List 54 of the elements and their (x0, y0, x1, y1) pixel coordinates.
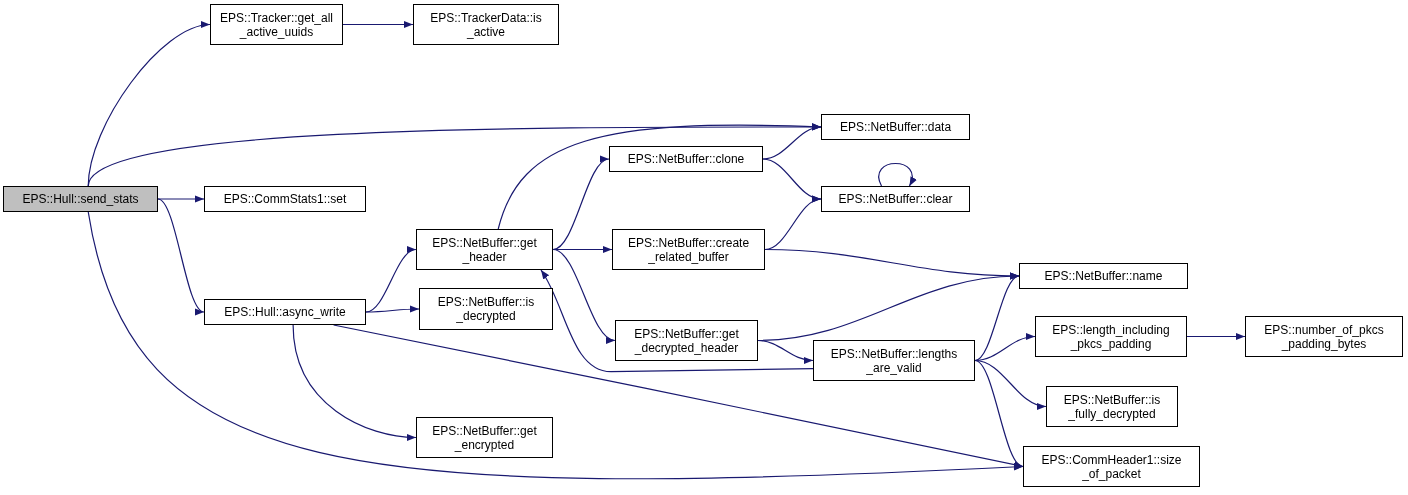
call-arrow (365, 305, 420, 313)
call-arrow (87, 211, 1024, 480)
function-name: EPS::Hull::send_stats (22, 192, 139, 206)
function-box (416, 229, 553, 270)
function-box (210, 4, 343, 45)
function-name: EPS::NetBuffer::get _decrypted_header (633, 326, 740, 355)
function-name: EPS::length_including _pkcs_padding (1051, 322, 1171, 351)
function-name: EPS::NetBuffer::create _related_buffer (626, 235, 751, 264)
call-arrow (974, 359, 1047, 409)
call-arrow (974, 275, 1020, 362)
function-name: EPS::NetBuffer::is _fully_decrypted (1062, 392, 1162, 421)
function-box (1023, 446, 1200, 487)
call-arrow (552, 158, 610, 251)
function-box (416, 417, 553, 458)
function-name: EPS::NetBuffer::is _decrypted (436, 295, 536, 323)
function-name: EPS::Hull::async_write (224, 305, 346, 319)
function-box (821, 114, 970, 140)
call-arrow (878, 162, 916, 187)
function-name: EPS::CommStats1::set (223, 192, 347, 206)
function-box (615, 320, 758, 361)
call-arrow (552, 248, 616, 342)
call-arrow (974, 359, 1024, 468)
function-name: EPS::NetBuffer::get _encrypted (431, 423, 538, 452)
function-box (413, 4, 559, 45)
call-arrow (762, 124, 822, 160)
function-name: EPS::number_of_pkcs _padding_bytes (1263, 322, 1385, 351)
call-arrow (157, 195, 205, 203)
function-box (1019, 263, 1188, 289)
function-box (612, 229, 765, 270)
function-box (813, 340, 975, 381)
call-arrow (1186, 332, 1246, 341)
function-name: EPS::NetBuffer::lengths _are_valid (829, 346, 959, 375)
function-name: EPS::Tracker::get_all _active_uuids (219, 10, 334, 39)
function-name: EPS::NetBuffer::data (839, 120, 952, 134)
function-box (419, 288, 553, 330)
function-name: EPS::NetBuffer::get _header (431, 235, 538, 264)
function-box (3, 186, 158, 212)
function-name: EPS::NetBuffer::clone (627, 152, 745, 166)
function-name: EPS::CommHeader1::size _of_packet (1040, 452, 1183, 481)
function-name: EPS::NetBuffer::name (1044, 269, 1163, 283)
call-arrow (342, 20, 414, 29)
function-name: EPS::TrackerData::is _active (429, 10, 543, 39)
function-box (204, 299, 366, 325)
function-name: EPS::NetBuffer::clear (838, 192, 953, 206)
call-arrow (292, 324, 417, 441)
function-box (821, 186, 970, 212)
call-arrow (757, 339, 814, 364)
function-box (1035, 316, 1187, 357)
function-box (609, 146, 763, 172)
function-box (204, 186, 366, 212)
call-arrow (157, 198, 205, 313)
call-arrow (540, 269, 814, 373)
function-box (1046, 386, 1178, 427)
function-box (1245, 316, 1403, 357)
